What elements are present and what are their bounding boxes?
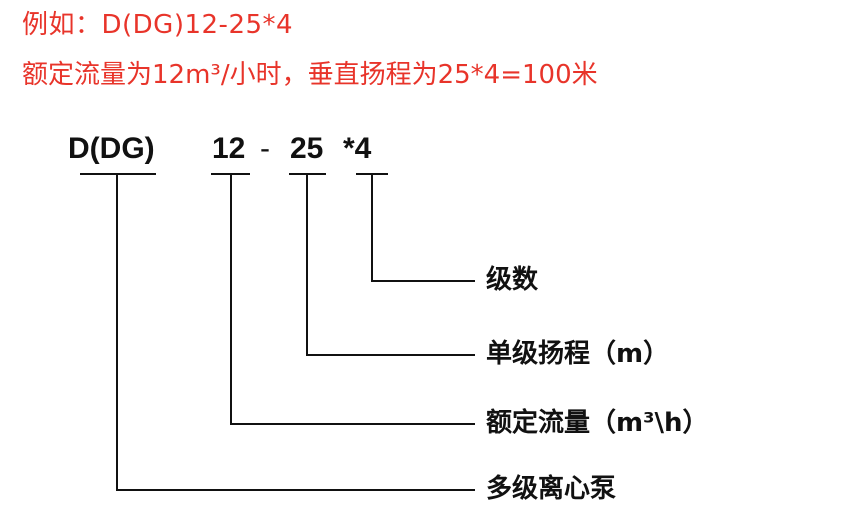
label-multistage-pump: 多级离心泵 <box>486 474 617 504</box>
connector-multistage-pump <box>116 174 475 491</box>
connector-stage-count <box>371 174 475 282</box>
code-flow: 12 <box>212 132 246 165</box>
example-description: 额定流量为12m³/小时，垂直扬程为25*4=100米 <box>22 60 598 90</box>
code-dash: - <box>260 132 270 165</box>
code-head: 25 <box>290 132 324 165</box>
connector-rated-flow <box>230 174 475 425</box>
example-title: 例如：D(DG)12-25*4 <box>22 10 294 40</box>
code-stages: *4 <box>343 132 372 165</box>
code-series: D(DG) <box>68 132 155 165</box>
label-rated-flow: 额定流量（m³\h） <box>486 408 709 438</box>
connector-single-stage-head <box>306 174 475 356</box>
label-single-stage-head: 单级扬程（m） <box>486 339 670 369</box>
label-stage-count: 级数 <box>486 265 539 295</box>
